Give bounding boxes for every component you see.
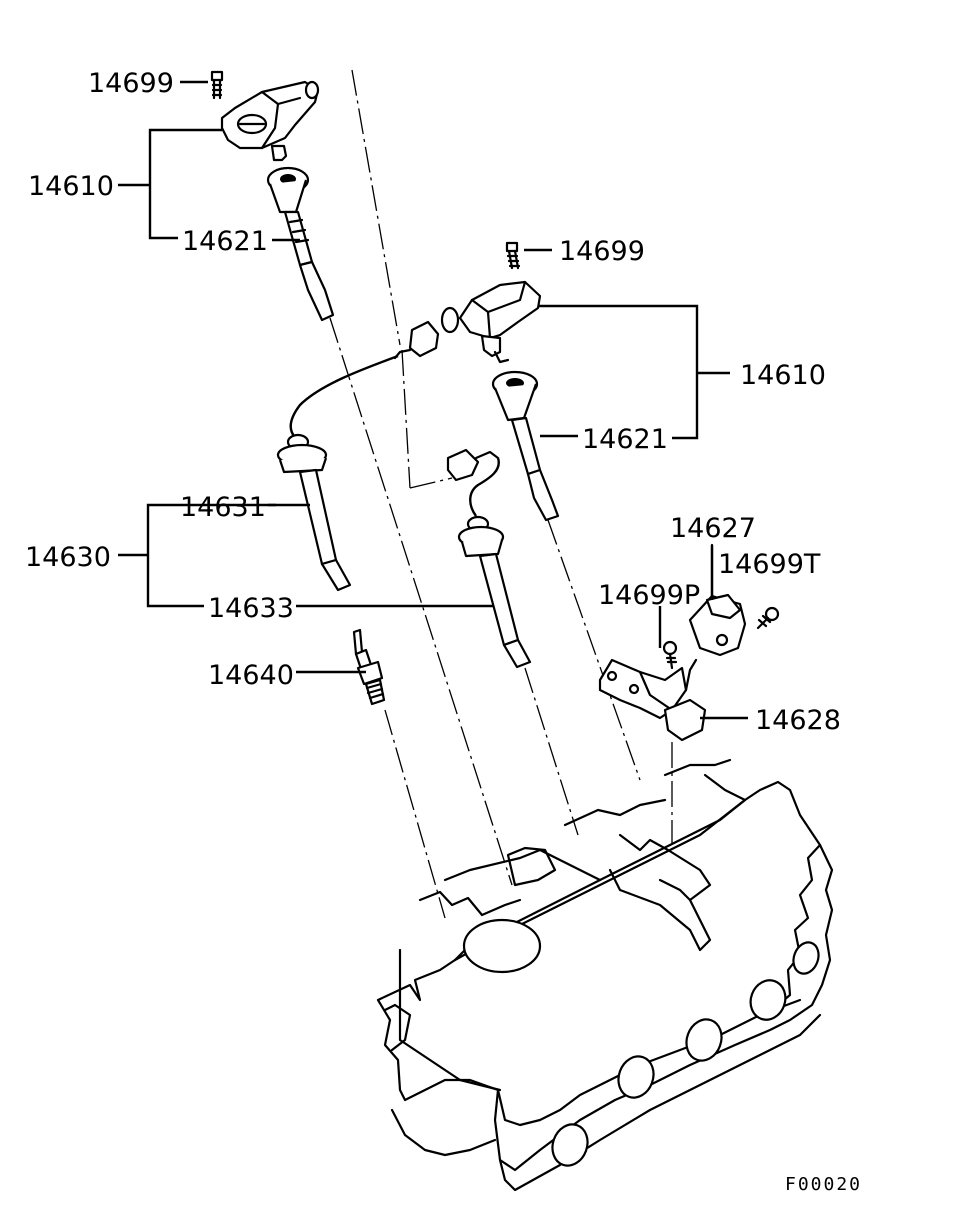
label-14610-left: 14610 — [28, 171, 114, 202]
label-14699-upper: 14699 — [88, 68, 174, 99]
label-14628: 14628 — [755, 705, 841, 736]
plug-cable-14633 — [446, 448, 532, 669]
coil-boot-right — [491, 370, 560, 522]
bracket-bolt-14699P — [662, 640, 678, 670]
label-14633: 14633 — [208, 593, 294, 624]
label-14621-left: 14621 — [182, 226, 268, 257]
label-14699P: 14699P — [598, 580, 700, 611]
label-14699-right: 14699 — [559, 236, 645, 267]
plug-cable-14631 — [276, 320, 440, 592]
upper-left-coil-bolt — [210, 70, 224, 100]
power-transistor-14627 — [688, 543, 747, 657]
label-14621-right: 14621 — [582, 424, 668, 455]
transistor-bracket-14628 — [598, 658, 707, 742]
label-14631: 14631 — [180, 492, 266, 523]
label-14627: 14627 — [670, 513, 756, 544]
label-14640: 14640 — [208, 660, 294, 691]
spark-plug-14640 — [352, 628, 386, 706]
label-14699T: 14699T — [718, 549, 821, 580]
label-14610-right: 14610 — [740, 360, 826, 391]
transistor-bolt-14699T — [756, 606, 780, 630]
ignition-coil-left — [220, 80, 320, 162]
leader-lines — [118, 80, 748, 720]
cylinder-head — [376, 758, 834, 1192]
coil-boot-left — [266, 166, 335, 322]
ignition-coil-right — [440, 280, 542, 364]
label-14630: 14630 — [25, 542, 111, 573]
callout-labels: 14699 14610 14621 14699 14610 14621 1463… — [25, 68, 841, 736]
upper-right-coil-bolt — [505, 241, 521, 270]
drawing-code: F00020 — [785, 1174, 862, 1195]
alignment-lines — [329, 69, 673, 919]
